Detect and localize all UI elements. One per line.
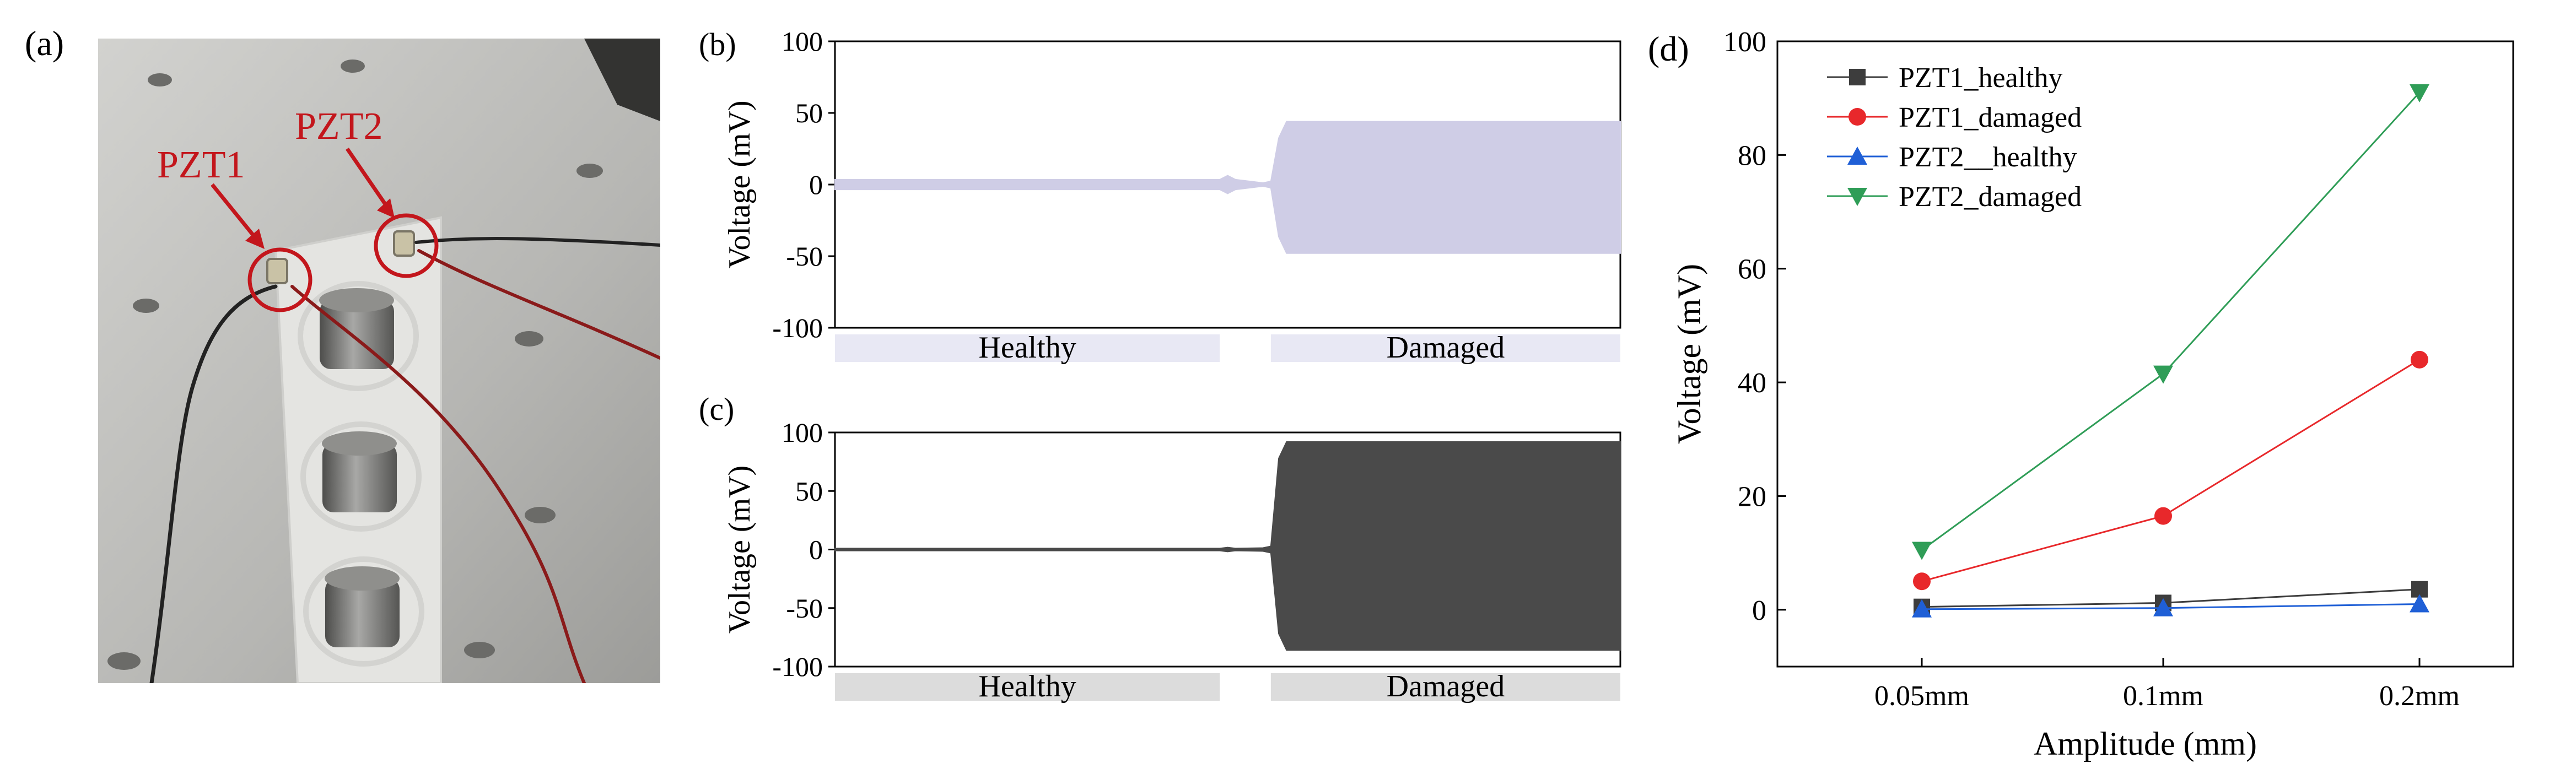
- plot-frame-d: [1776, 40, 2514, 668]
- pzt2-arrow: [346, 148, 387, 206]
- data-point-2-1: [2153, 598, 2173, 616]
- legend-label-1: PZT1_damaged: [1899, 102, 2082, 133]
- legend-label-3: PZT2_damaged: [1899, 181, 2082, 213]
- y-tick-label-b-4: -100: [772, 312, 823, 343]
- bolts: [298, 281, 424, 667]
- y-axis-label-c: Voltage (mV): [723, 466, 757, 634]
- region-label-c-1: Damaged: [1387, 669, 1505, 704]
- pzt2-sensor: [393, 230, 415, 257]
- panel-label-d: (d): [1648, 29, 1689, 68]
- y-axis-label-d: Voltage (mV): [1671, 264, 1707, 444]
- y-tick-label-b-2: 0: [809, 169, 823, 200]
- wires: [149, 237, 660, 683]
- panel-label-c: (c): [699, 391, 734, 427]
- data-point-1-0: [1913, 572, 1931, 591]
- chart-b: 100 50 0 -50 -100 Voltage (mV) Healthy Damaged: [723, 26, 1621, 365]
- x-tick-label-d-2: 0.2mm: [2379, 680, 2460, 712]
- photo-panel: PZT1 PZT2: [98, 39, 660, 683]
- panel-label-b: (b): [699, 26, 736, 62]
- pzt2-highlight-circle: [374, 213, 439, 278]
- legend-marker-1: [1849, 108, 1866, 126]
- region-bar-c-1: [1270, 673, 1620, 701]
- y-tick-label-d-4: 80: [1738, 140, 1766, 171]
- data-point-1-1: [2154, 507, 2172, 525]
- region-label-b-0: Healthy: [978, 331, 1076, 365]
- legend-marker-0: [1849, 69, 1866, 85]
- data-point-2-2: [2410, 594, 2429, 613]
- chart-c: 100 50 0 -50 -100 Voltage (mV) Healthy Damaged: [723, 417, 1621, 704]
- panel-label-a: (a): [25, 24, 64, 63]
- pzt1-label: PZT1: [157, 144, 245, 186]
- y-tick-label-c-3: -50: [786, 593, 823, 624]
- y-tick-label-d-5: 100: [1723, 26, 1766, 58]
- data-point-3-2: [2410, 84, 2429, 102]
- y-axis-label-b: Voltage (mV): [723, 100, 757, 268]
- y-tick-label-d-1: 20: [1738, 481, 1766, 512]
- y-tick-label-b-1: 50: [795, 98, 823, 128]
- y-tick-label-d-3: 60: [1738, 254, 1766, 285]
- data-point-1-2: [2411, 350, 2428, 369]
- photo-annotations: PZT1 PZT2: [157, 105, 439, 312]
- region-label-b-1: Damaged: [1387, 331, 1505, 365]
- pzt2-label: PZT2: [295, 105, 382, 148]
- x-tick-label-d-0: 0.05mm: [1874, 680, 1969, 712]
- waveform-c: [834, 441, 1621, 651]
- data-point-2-0: [1912, 599, 1932, 618]
- pzt1-arrow: [211, 183, 256, 239]
- y-tick-label-c-2: 0: [809, 534, 823, 565]
- x-axis-label-d: Amplitude (mm): [2034, 726, 2257, 762]
- y-tick-label-d-0: 0: [1752, 595, 1766, 626]
- region-bar-b-1: [1270, 334, 1620, 362]
- legend-label-2: PZT2__healthy: [1899, 142, 2077, 173]
- y-tick-label-b-0: 100: [782, 26, 823, 57]
- waveform-b: [834, 121, 1621, 254]
- y-tick-label-c-1: 50: [795, 475, 823, 506]
- pzt1-highlight-circle: [247, 247, 312, 312]
- y-tick-label-c-0: 100: [782, 417, 823, 448]
- y-tick-label-d-2: 40: [1738, 367, 1766, 399]
- series-line-1: [1921, 359, 2420, 582]
- legend-marker-3: [1847, 188, 1867, 206]
- legend-marker-2: [1847, 147, 1867, 165]
- region-label-c-0: Healthy: [978, 669, 1076, 704]
- x-tick-label-d-1: 0.1mm: [2123, 680, 2203, 712]
- y-tick-label-c-4: -100: [772, 651, 823, 682]
- data-point-3-0: [1912, 542, 1932, 560]
- pzt1-sensor: [266, 258, 288, 284]
- data-point-3-1: [2153, 365, 2173, 384]
- legend-label-0: PZT1_healthy: [1899, 62, 2063, 94]
- region-bar-c-0: [835, 673, 1220, 701]
- region-bar-b-0: [835, 334, 1220, 362]
- y-tick-label-b-3: -50: [786, 241, 823, 272]
- table-holes: [107, 59, 603, 670]
